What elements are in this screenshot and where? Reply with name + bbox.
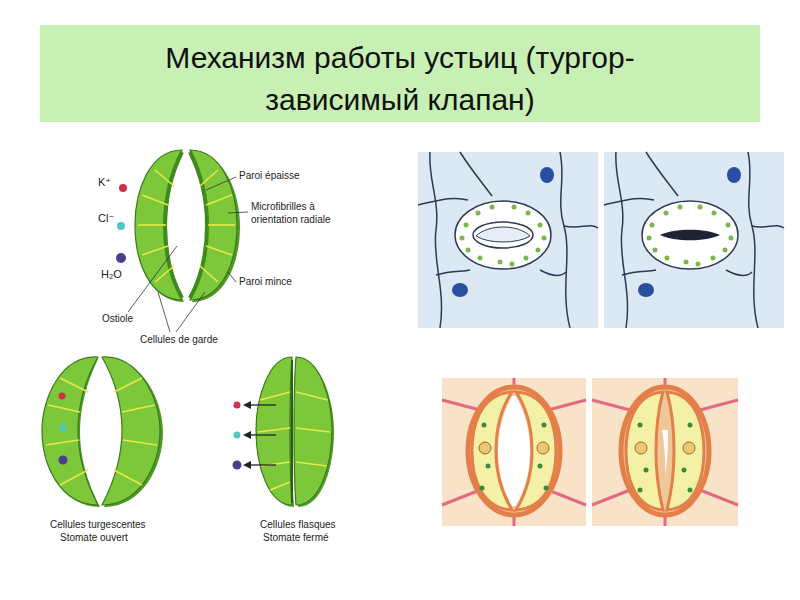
part-label: Paroi mince [239, 276, 292, 287]
caption: Cellules flasques [260, 519, 336, 530]
caption: Stomate ouvert [60, 532, 128, 543]
ion-label: K⁺ [98, 176, 111, 189]
part-label: Microfibrilles à orientation radiale [251, 201, 361, 226]
part-label: Ostiole [102, 313, 133, 324]
epidermis-closed [604, 152, 784, 328]
part-label: Paroi épaisse [239, 170, 300, 181]
caption: Cellules turgescentes [50, 519, 146, 530]
title: Механизм работы устьиц (тургор-зависимый… [130, 37, 670, 121]
epidermis-open [418, 152, 598, 328]
open-stoma [42, 357, 163, 507]
caption: Stomate fermé [263, 532, 329, 543]
stained-stoma-open [442, 378, 586, 526]
ion-label: H₂O [101, 268, 122, 280]
title-band [40, 25, 760, 122]
ion-label: Cl⁻ [98, 212, 114, 225]
closed-stoma [233, 357, 335, 507]
stained-stoma-closed [592, 378, 738, 526]
part-label: Cellules de garde [140, 334, 218, 345]
guard-cells-labelled [116, 150, 248, 332]
